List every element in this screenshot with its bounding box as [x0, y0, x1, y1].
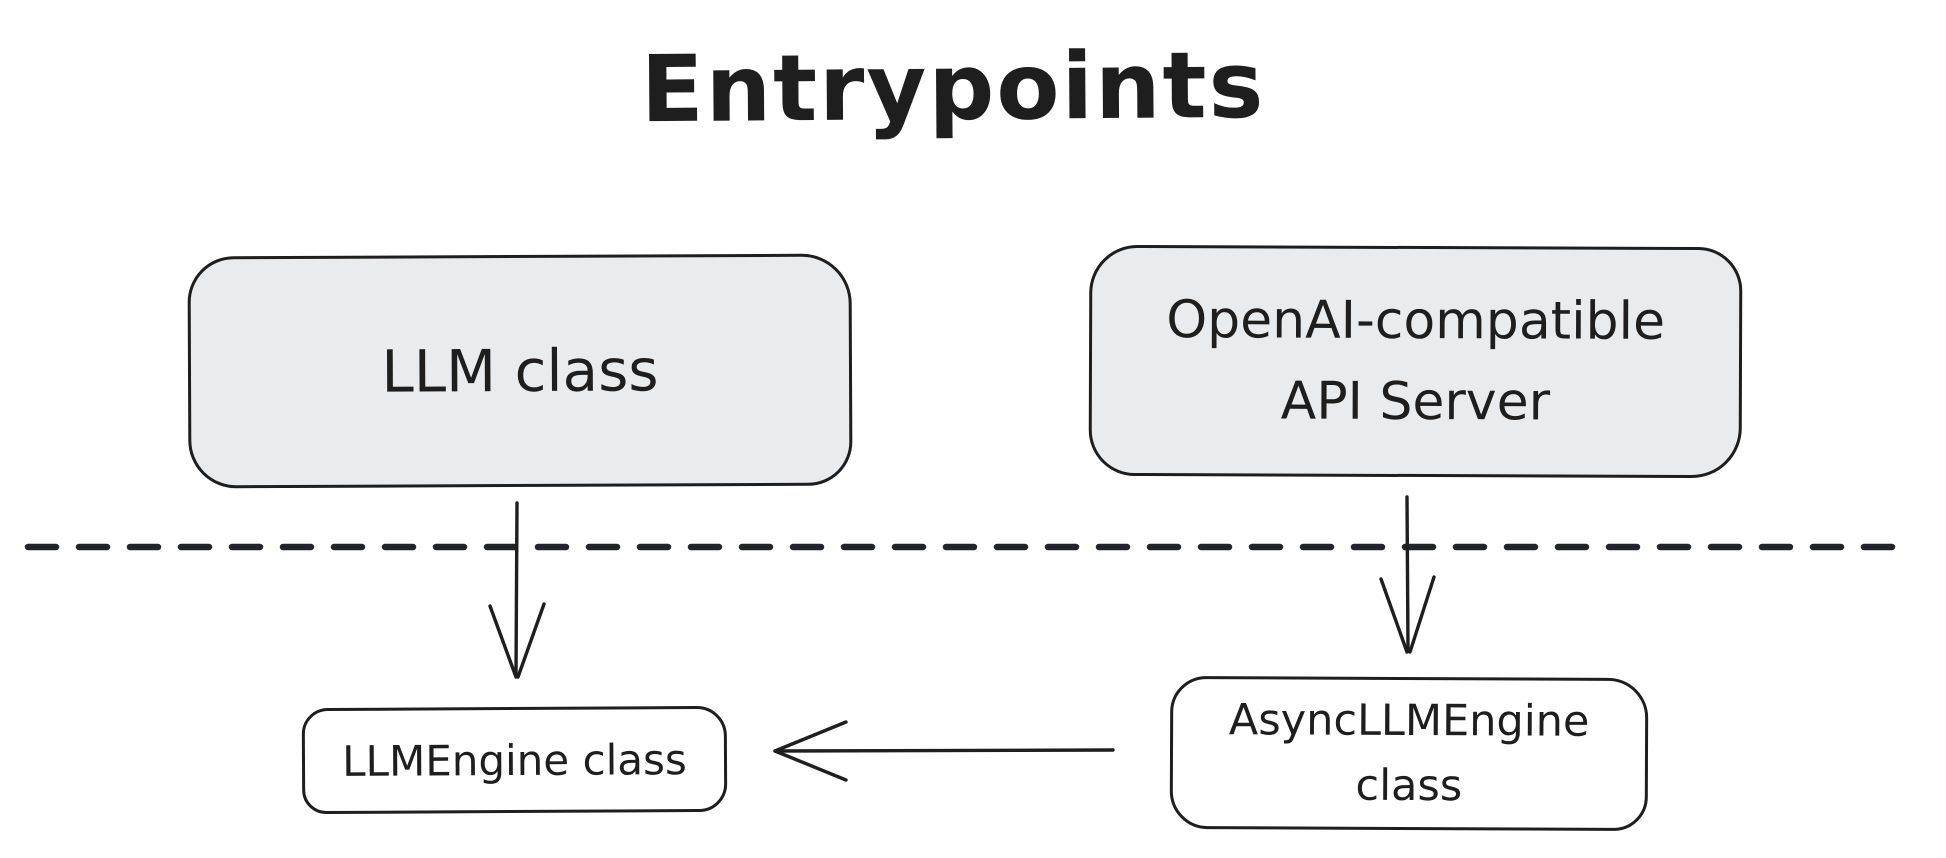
node-openai-api-server-label: OpenAI-compatible API Server — [1166, 290, 1666, 432]
diagram-title: Entrypoints — [640, 31, 1266, 144]
node-llmengine-class-label: LLMEngine class — [342, 734, 687, 786]
node-llm-class-label: LLM class — [381, 336, 659, 406]
node-asyncllmengine-class-label: AsyncLLMEngine class — [1228, 695, 1590, 811]
node-llmengine-class: LLMEngine class — [301, 705, 728, 815]
arrow-asyncllmengine-to-llmengine-icon — [773, 720, 1115, 782]
arrow-apiserver-to-asyncllmengine-icon — [1379, 495, 1436, 654]
node-asyncllmengine-class: AsyncLLMEngine class — [1169, 675, 1649, 832]
node-openai-api-server: OpenAI-compatible API Server — [1088, 244, 1743, 479]
node-llm-class: LLM class — [187, 253, 853, 489]
arrow-llm-to-llmengine-icon — [488, 501, 546, 679]
